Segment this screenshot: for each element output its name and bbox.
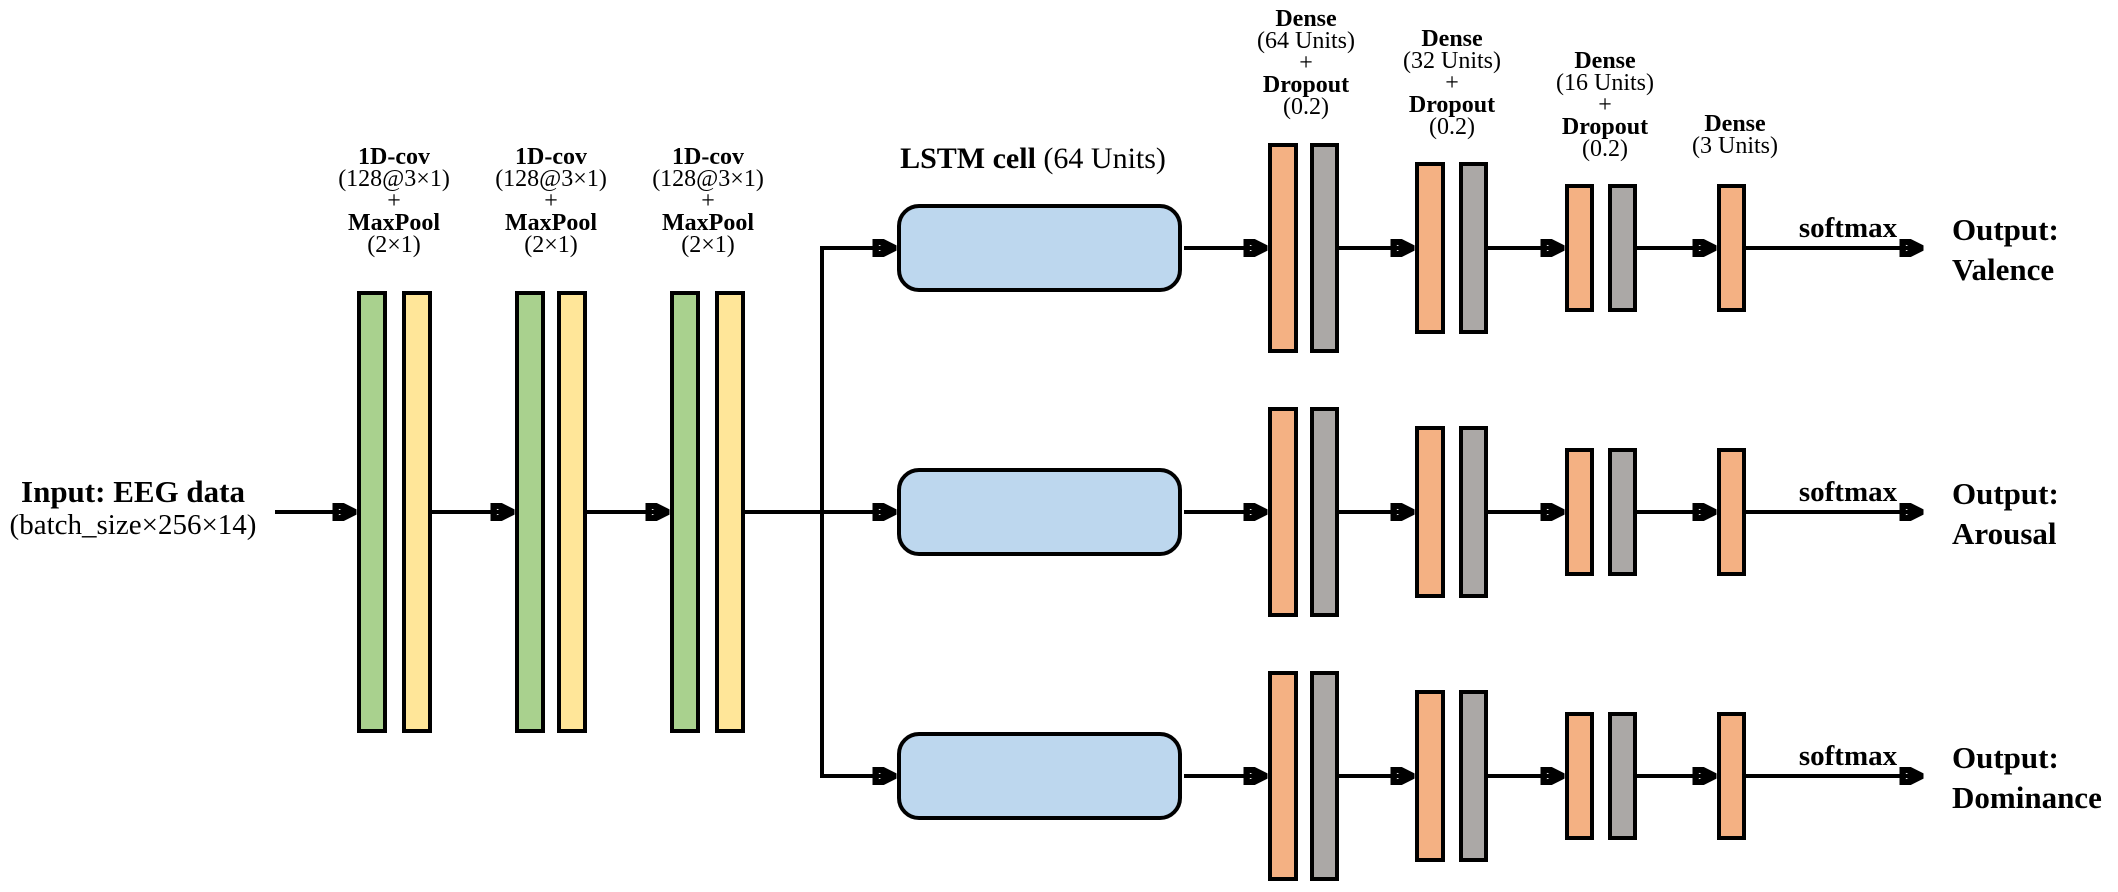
output-label-arousal: Output: Arousal — [1952, 476, 2059, 551]
dense-bar — [1268, 671, 1298, 881]
dropout-bar — [1459, 162, 1488, 334]
dropout-bar — [1608, 184, 1637, 312]
maxpool-bar — [402, 291, 432, 733]
input-title: Input: EEG data — [21, 474, 245, 509]
dropout-bar — [1608, 712, 1637, 840]
dense-bar — [1415, 426, 1445, 598]
maxpool-bar — [715, 291, 745, 733]
dense-bar — [1415, 162, 1445, 334]
dropout-bar — [1459, 690, 1488, 862]
lstm-label: LSTM cell (64 Units) — [900, 142, 1166, 176]
dense64-label: Dense (64 Units) + Dropout (0.2) — [1257, 6, 1355, 120]
lstm-cell-box — [897, 732, 1182, 820]
dropout-bar — [1310, 407, 1339, 617]
dense-bar — [1268, 143, 1298, 353]
dropout-bar — [1459, 426, 1488, 598]
dropout-bar — [1608, 448, 1637, 576]
conv-block-1-label: 1D-cov (128@3×1) + MaxPool (2×1) — [338, 144, 450, 258]
conv-block-2-label: 1D-cov (128@3×1) + MaxPool (2×1) — [495, 144, 607, 258]
conv-block-3-label: 1D-cov (128@3×1) + MaxPool (2×1) — [652, 144, 764, 258]
softmax-label-dominance: softmax — [1798, 740, 1898, 772]
dense-bar — [1717, 448, 1746, 576]
lstm-units: (64 Units) — [1043, 142, 1166, 175]
dense3-label: Dense (3 Units) — [1692, 111, 1778, 159]
input-label: Input: EEG data (batch_size×256×14) — [10, 474, 257, 542]
dense-bar — [1717, 184, 1746, 312]
dense-bar — [1415, 690, 1445, 862]
dense16-label: Dense (16 Units) + Dropout (0.2) — [1556, 48, 1654, 162]
dense-bar — [1565, 448, 1594, 576]
lstm-cell-box — [897, 468, 1182, 556]
dropout-bar — [1310, 143, 1339, 353]
output-label-valence: Output: Valence — [1952, 212, 2059, 287]
dense32-label: Dense (32 Units) + Dropout (0.2) — [1403, 26, 1501, 140]
maxpool-bar — [557, 291, 587, 733]
dense-bar — [1717, 712, 1746, 840]
dense-bar — [1268, 407, 1298, 617]
output-label-dominance: Output: Dominance — [1952, 740, 2102, 815]
lstm-name: LSTM cell — [900, 142, 1036, 175]
conv1d-bar — [515, 291, 545, 733]
softmax-label-valence: softmax — [1798, 212, 1898, 244]
input-shape: (batch_size×256×14) — [9, 509, 257, 541]
dropout-bar — [1310, 671, 1339, 881]
dense-bar — [1565, 712, 1594, 840]
conv1d-bar — [670, 291, 700, 733]
softmax-label-arousal: softmax — [1798, 476, 1898, 508]
lstm-cell-box — [897, 204, 1182, 292]
dense-bar — [1565, 184, 1594, 312]
conv1d-bar — [357, 291, 387, 733]
